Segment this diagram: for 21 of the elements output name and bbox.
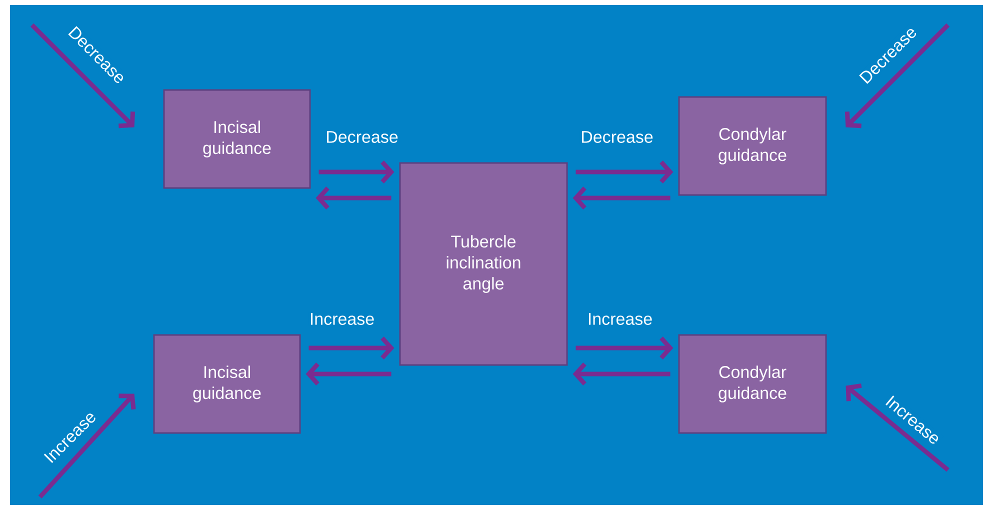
edge-label: Increase [308,312,376,326]
arrow [844,23,950,128]
arrow [38,394,136,499]
process-box: Incisal guidance [153,334,301,434]
arrow [576,160,674,184]
arrow [316,186,392,210]
arrow [318,160,394,184]
arrow [308,336,394,360]
arrow [572,186,670,210]
arrow [846,383,950,472]
edge-label: Increase [586,312,654,326]
process-box: Condylar guidance [678,334,827,434]
arrow [576,336,674,360]
process-box: Tubercle inclination angle [399,162,568,366]
edge-label: Decrease [324,130,400,144]
process-box: Incisal guidance [163,89,311,189]
arrow [306,362,392,386]
arrow [572,362,670,386]
edge-label: Decrease [580,130,654,144]
arrow [30,23,136,128]
process-box: Condylar guidance [678,96,827,196]
